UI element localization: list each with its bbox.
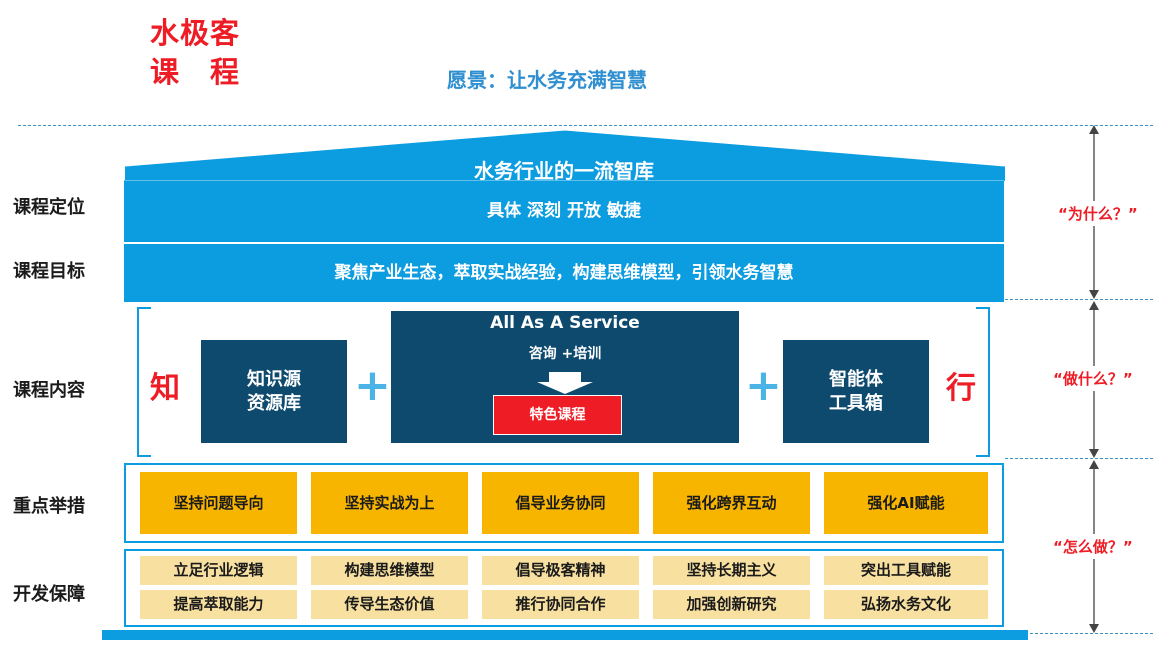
question-what: “做什么？” xyxy=(1053,366,1133,391)
knowledge-source-box: 知识源 资源库 xyxy=(201,340,347,443)
guide-line-bottom xyxy=(1005,633,1153,634)
question-arrows xyxy=(1089,125,1099,633)
brand-title-line2: 课 程 xyxy=(150,55,241,89)
knowledge-box-line2: 资源库 xyxy=(247,392,301,414)
content-bracket-left xyxy=(137,307,151,457)
band-separator xyxy=(124,242,1004,244)
service-subtitle: 咨询 +培训 xyxy=(528,346,602,362)
action-char: 行 xyxy=(946,371,976,406)
support-item: 构建思维模型 xyxy=(311,556,468,585)
agent-box-line2: 工具箱 xyxy=(829,392,883,414)
content-bracket-right xyxy=(976,307,990,457)
row-label-positioning: 课程定位 xyxy=(13,197,85,218)
agent-box-line1: 智能体 xyxy=(829,368,883,390)
support-frame xyxy=(124,549,1004,627)
roof-shape xyxy=(124,127,1006,181)
guide-line-3 xyxy=(1005,458,1153,459)
row-label-content: 课程内容 xyxy=(13,380,85,401)
measure-item: 坚持实战为上 xyxy=(311,472,468,534)
guide-line-2 xyxy=(1005,299,1153,300)
question-how: “怎么做？” xyxy=(1053,534,1133,559)
plus-icon-right: + xyxy=(745,360,782,411)
support-item: 立足行业逻辑 xyxy=(140,556,297,585)
vision-statement: 愿景：让水务充满智慧 xyxy=(447,68,647,92)
knowledge-char: 知 xyxy=(150,371,180,406)
band-top-edge xyxy=(124,180,1004,181)
brand-title-line1: 水极客 xyxy=(150,16,241,50)
positioning-band: 具体 深刻 开放 敏捷 xyxy=(124,180,1004,242)
measures-frame xyxy=(124,463,1004,543)
service-title: All As A Service xyxy=(490,313,640,333)
house-base xyxy=(102,630,1028,640)
goal-band: 聚焦产业生态，萃取实战经验，构建思维模型，引领水务智慧 xyxy=(124,244,1004,302)
support-item: 突出工具赋能 xyxy=(824,556,988,585)
measure-item: 强化AI赋能 xyxy=(824,472,988,534)
support-item: 推行协同合作 xyxy=(482,590,639,619)
down-arrow-icon xyxy=(537,372,593,394)
featured-course-box: 特色课程 xyxy=(493,395,622,435)
knowledge-box-line1: 知识源 xyxy=(247,368,301,390)
row-label-support: 开发保障 xyxy=(13,584,85,605)
support-item: 倡导极客精神 xyxy=(482,556,639,585)
roof-title: 水务行业的一流智库 xyxy=(474,159,654,183)
measure-item: 倡导业务协同 xyxy=(482,472,639,534)
row-label-goal: 课程目标 xyxy=(13,261,85,282)
row-label-measures: 重点举措 xyxy=(13,496,85,517)
support-item: 弘扬水务文化 xyxy=(824,590,988,619)
question-why: “为什么？” xyxy=(1058,201,1138,226)
support-item: 坚持长期主义 xyxy=(653,556,810,585)
measure-item: 强化跨界互动 xyxy=(653,472,810,534)
measure-item: 坚持问题导向 xyxy=(140,472,297,534)
plus-icon-left: + xyxy=(354,360,391,411)
agent-toolbox-box: 智能体 工具箱 xyxy=(783,340,929,443)
support-item: 加强创新研究 xyxy=(653,590,810,619)
support-item: 提高萃取能力 xyxy=(140,590,297,619)
guide-line-top xyxy=(18,125,1153,126)
support-item: 传导生态价值 xyxy=(311,590,468,619)
